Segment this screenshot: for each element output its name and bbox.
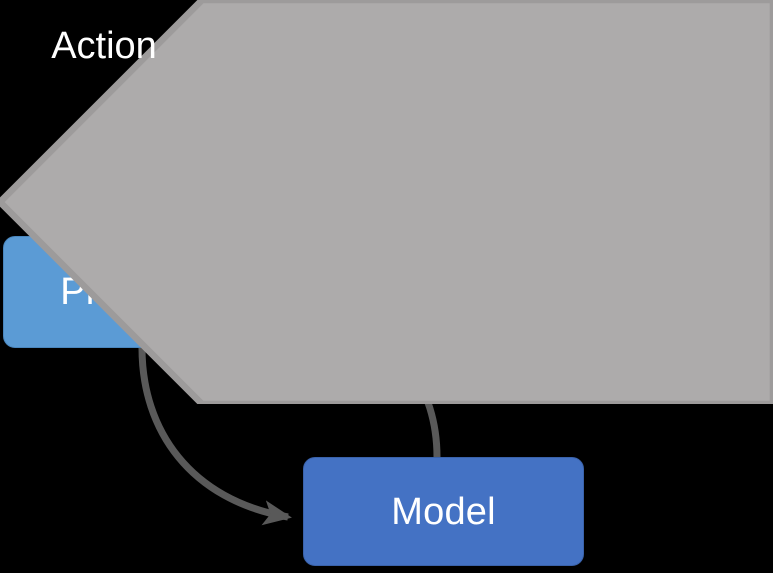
node-model-label: Model (391, 490, 496, 533)
node-model[interactable]: Model (303, 457, 584, 566)
left-arrow-icon (0, 0, 773, 405)
node-action[interactable]: Action (0, 0, 773, 405)
node-action-label: Action (51, 25, 157, 67)
